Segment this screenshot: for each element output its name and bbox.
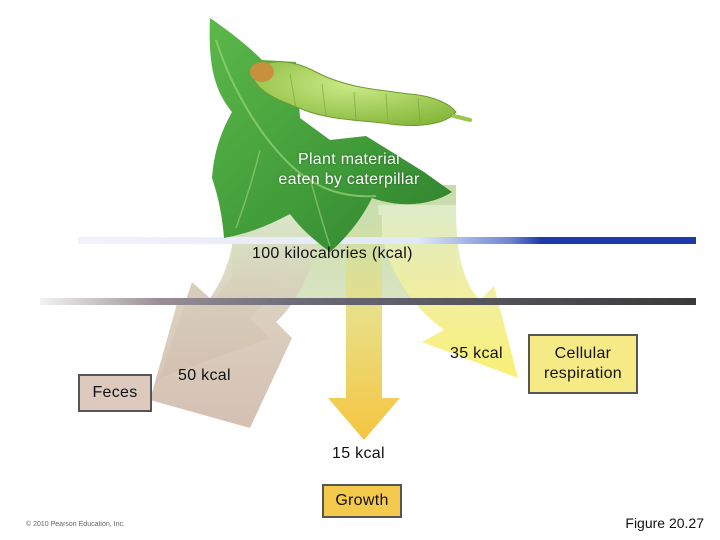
respiration-arrow [378, 205, 518, 378]
respiration-amount-label: 35 kcal [450, 345, 503, 362]
leaf-label: Plant material eaten by caterpillar [250, 150, 448, 190]
intake-label: 100 kilocalories (kcal) [252, 245, 413, 262]
leaf-vein [215, 39, 377, 198]
decorative-bar-top [78, 237, 696, 244]
feces-box-label: Feces [92, 384, 138, 401]
figure-number: Figure 20.27 [625, 515, 704, 531]
copyright-notice: © 2010 Pearson Education, Inc. [26, 521, 125, 528]
caterpillar-icon [250, 61, 472, 126]
feces-amount-label: 50 kcal [178, 367, 231, 384]
respiration-box: Cellular respiration [528, 334, 638, 394]
leaf-label-line2: eaten by caterpillar [278, 171, 420, 188]
leaf-vein [235, 149, 261, 229]
decorative-bar-bottom [40, 298, 696, 305]
respiration-box-line1: Cellular [554, 345, 612, 362]
growth-box: Growth [322, 484, 402, 518]
growth-arrow [328, 215, 400, 440]
leaf-label-line1: Plant material [297, 151, 401, 168]
growth-amount-label: 15 kcal [332, 445, 385, 462]
feces-arrow-body [150, 210, 320, 428]
leaf-vein [309, 177, 331, 247]
growth-box-label: Growth [335, 492, 389, 509]
feces-box: Feces [78, 374, 152, 412]
respiration-box-line2: respiration [543, 365, 622, 382]
